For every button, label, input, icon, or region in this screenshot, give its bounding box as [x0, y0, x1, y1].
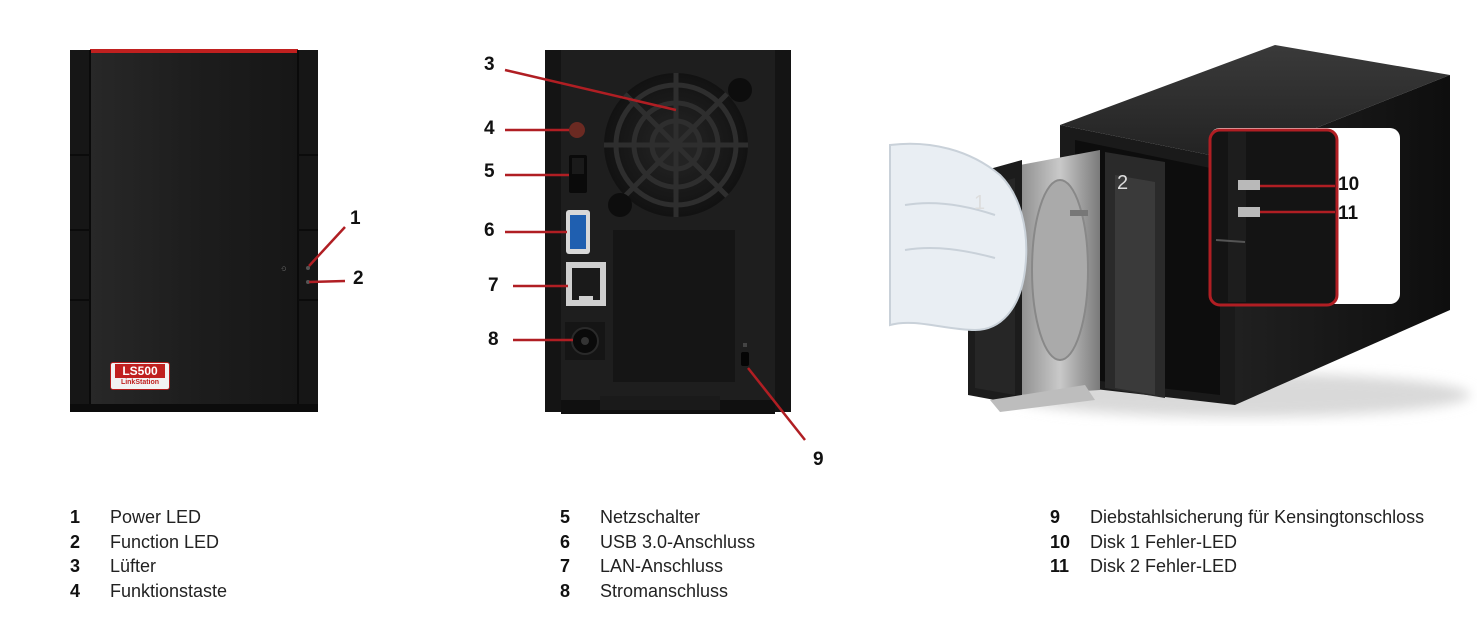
rear-label-plate — [613, 230, 735, 382]
fan-grille — [604, 73, 748, 217]
front-view: ⏻ — [70, 49, 318, 412]
model-label: LS500 — [115, 364, 165, 378]
bay-2-number: 2 — [1117, 172, 1129, 194]
kensington-slot — [741, 352, 749, 366]
leader-3 — [504, 68, 677, 112]
device-diagram: ⏻ — [70, 45, 1470, 441]
callout-11: 11 — [1338, 203, 1359, 224]
function-button — [569, 122, 585, 138]
fan-screw-top-right — [728, 78, 752, 102]
callout-7: 7 — [488, 275, 499, 296]
front-bottom-shadow — [70, 404, 318, 412]
front-body — [70, 50, 318, 410]
back-view — [545, 50, 791, 414]
callout-3: 3 — [484, 54, 495, 75]
leader-lines — [308, 68, 1335, 441]
leader-9 — [747, 367, 806, 441]
bay-1-number: 1 — [974, 192, 986, 214]
model-badge: LS500 LinkStation — [110, 362, 170, 390]
callout-2: 2 — [353, 268, 364, 289]
enclosure-top — [1060, 45, 1450, 160]
leader-2 — [308, 279, 346, 284]
callout-9: 9 — [813, 449, 824, 470]
callout-8: 8 — [488, 329, 499, 350]
leader-1 — [308, 226, 346, 267]
front-top-red-trim — [90, 49, 298, 53]
svg-text:⏻: ⏻ — [281, 266, 288, 271]
callout-1: 1 — [350, 208, 361, 229]
gloved-hand — [889, 142, 1028, 332]
series-label: LinkStation — [120, 379, 160, 386]
callout-10: 10 — [1338, 174, 1360, 195]
callout-5: 5 — [484, 161, 495, 182]
callout-6: 6 — [484, 220, 495, 241]
fan-screw-bottom-left — [608, 193, 632, 217]
angled-view — [889, 45, 1470, 417]
callout-4: 4 — [484, 118, 495, 139]
power-led — [306, 266, 310, 270]
